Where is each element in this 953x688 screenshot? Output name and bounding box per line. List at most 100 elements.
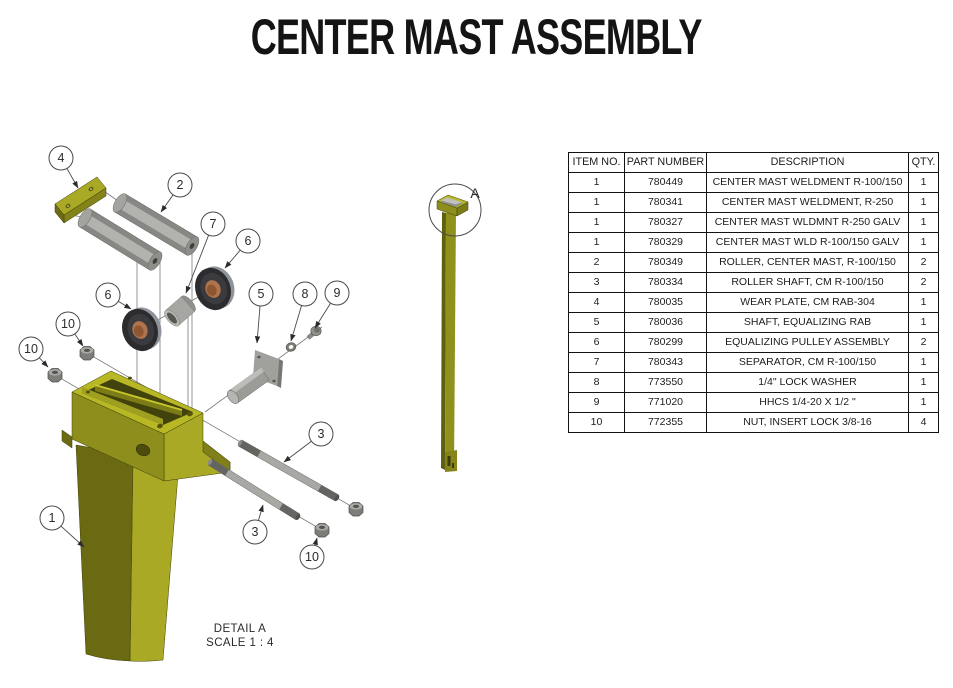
- callout-balloon-10: 10: [299, 537, 325, 570]
- table-cell: SEPARATOR, CM R-100/150: [706, 352, 909, 373]
- detail-caption: DETAIL A SCALE 1 : 4: [190, 623, 290, 650]
- callout-circle: [39, 505, 65, 531]
- callout-leader-line: [60, 525, 85, 548]
- callout-number: 1: [49, 511, 56, 525]
- callout-leader-line: [312, 537, 318, 546]
- callout-number: 4: [58, 151, 65, 165]
- table-cell: CENTER MAST WLDMNT R-250 GALV: [706, 212, 909, 233]
- table-cell: WEAR PLATE, CM RAB-304: [706, 292, 909, 313]
- callout-leader-line: [283, 440, 312, 463]
- equalizing-shaft: [227, 350, 283, 404]
- wear-plate: [54, 176, 107, 224]
- callout-leader-line: [185, 235, 210, 294]
- table-cell: 780327: [624, 212, 707, 233]
- callout-leader-line: [314, 302, 331, 329]
- callout-balloon-2: 2: [160, 172, 193, 213]
- table-cell: 780349: [624, 252, 707, 273]
- table-cell: 780343: [624, 352, 707, 373]
- table-header-cell: PART NUMBER: [624, 152, 707, 173]
- callout-number: 2: [177, 178, 184, 192]
- table-cell: 1: [908, 352, 939, 373]
- roller-shaft-upper: [237, 439, 340, 502]
- callout-balloon-10: 10: [55, 311, 84, 347]
- table-cell: CENTER MAST WLD R-100/150 GALV: [706, 232, 909, 253]
- table-cell: ROLLER, CENTER MAST, R-100/150: [706, 252, 909, 273]
- table-header-cell: QTY.: [908, 152, 939, 173]
- detail-circle-label: A: [470, 185, 480, 201]
- table-cell: 1: [568, 232, 625, 253]
- callout-number: 6: [245, 234, 252, 248]
- table-cell: 773550: [624, 372, 707, 393]
- callout-balloon-8: 8: [290, 281, 318, 342]
- callout-leader-line: [74, 333, 84, 347]
- equalizing-pulley-right: [194, 266, 235, 311]
- table-cell: 1: [908, 292, 939, 313]
- roller-upper: [112, 193, 200, 256]
- callout-number: 7: [210, 217, 217, 231]
- callout-balloon-10: 10: [18, 336, 49, 368]
- table-cell: 4: [908, 412, 939, 433]
- callout-balloon-7: 7: [185, 211, 226, 294]
- callout-number: 3: [318, 427, 325, 441]
- table-cell: 10: [568, 412, 625, 433]
- table-cell: 780035: [624, 292, 707, 313]
- callout-circle: [308, 421, 334, 447]
- roller-lower: [77, 208, 163, 271]
- detail-circle: [428, 183, 482, 237]
- hex-bolt: [306, 325, 322, 340]
- callout-leader-line: [257, 504, 264, 521]
- table-cell: CENTER MAST WELDMENT R-100/150: [706, 172, 909, 193]
- table-cell: 780341: [624, 192, 707, 213]
- detail-caption-title: DETAIL A: [213, 623, 267, 635]
- table-cell: 772355: [624, 412, 707, 433]
- table-cell: 2: [568, 252, 625, 273]
- callout-circle: [55, 311, 81, 337]
- table-cell: 3: [568, 272, 625, 293]
- callout-circle: [292, 281, 318, 307]
- callout-circle: [242, 519, 268, 545]
- callout-leader-line: [38, 357, 49, 368]
- callout-circle: [48, 145, 74, 171]
- table-cell: 1: [908, 212, 939, 233]
- table-cell: 1: [908, 192, 939, 213]
- table-cell: 1: [908, 312, 939, 333]
- table-cell: 2: [908, 332, 939, 353]
- table-cell: 2: [908, 272, 939, 293]
- callout-leader-line: [66, 168, 79, 189]
- callout-leader-line: [254, 305, 261, 344]
- callout-circle: [299, 544, 325, 570]
- table-cell: 1: [908, 372, 939, 393]
- table-cell: 9: [568, 392, 625, 413]
- callout-number: 6: [105, 288, 112, 302]
- callout-balloon-4: 4: [48, 145, 79, 189]
- detail-caption-scale: SCALE 1 : 4: [206, 636, 274, 649]
- table-header-cell: ITEM NO.: [568, 152, 625, 173]
- table-cell: 1: [568, 192, 625, 213]
- table-cell: 1: [908, 172, 939, 193]
- equalizing-pulley-left: [121, 307, 162, 352]
- callout-circle: [95, 282, 121, 308]
- callout-balloon-9: 9: [314, 280, 350, 329]
- table-header-cell: DESCRIPTION: [706, 152, 909, 173]
- table-cell: CENTER MAST WELDMENT, R-250: [706, 192, 909, 213]
- table-cell: 1: [568, 212, 625, 233]
- callout-balloon-3: 3: [242, 504, 268, 545]
- callout-number: 9: [334, 286, 341, 300]
- page-title: CENTER MAST ASSEMBLY: [0, 8, 953, 66]
